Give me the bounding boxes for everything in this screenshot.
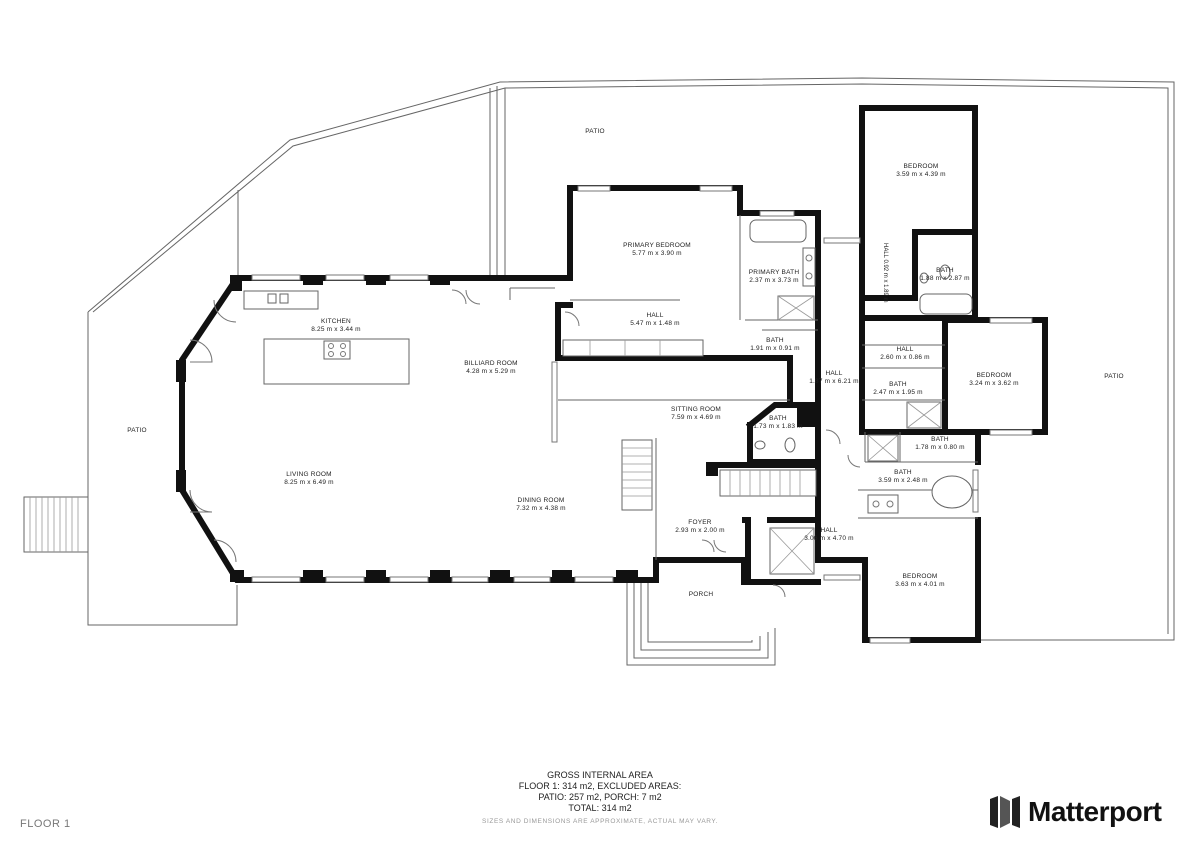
room-name: BEDROOM: [902, 573, 938, 580]
room-patio-left: PATIO: [127, 427, 147, 435]
room-name: PATIO: [127, 427, 147, 434]
room-bedroom-east: BEDROOM 3.24 m x 3.62 m: [969, 372, 1019, 388]
room-sitting: SITTING ROOM 7.59 m x 4.69 m: [671, 406, 721, 422]
room-dims: 3.59 m x 4.39 m: [896, 171, 946, 178]
matterport-logo-icon: [990, 796, 1020, 828]
room-dims: 1.88 m x 2.87 m: [920, 275, 970, 282]
room-name: DINING ROOM: [517, 497, 565, 504]
room-name: HALL: [820, 527, 838, 534]
room-name: FOYER: [688, 519, 712, 526]
room-name: HALL: [825, 370, 843, 377]
room-name: SITTING ROOM: [670, 406, 722, 413]
room-dims: 1.78 m x 0.80 m: [915, 444, 965, 451]
room-hall-south: HALL 3.06 m x 4.70 m: [804, 527, 854, 543]
room-name: BATH: [889, 381, 907, 388]
room-hall-vertical: HALL 0.92 m x 1.89 m: [882, 243, 888, 303]
room-dims: 3.59 m x 2.48 m: [878, 477, 928, 484]
area-disclaimer: SIZES AND DIMENSIONS ARE APPROXIMATE, AC…: [482, 818, 718, 825]
room-dims: 3.63 m x 4.01 m: [895, 581, 945, 588]
room-dims: 3.06 m x 4.70 m: [804, 535, 854, 542]
room-bath-se: BATH 3.59 m x 2.48 m: [878, 469, 928, 485]
room-primary-bath: PRIMARY BATH 2.37 m x 3.73 m: [749, 269, 799, 285]
room-name: LIVING ROOM: [286, 471, 332, 478]
room-dims: 8.25 m x 6.49 m: [284, 479, 334, 486]
room-bath-sitting: BATH 1.73 m x 1.83 m: [753, 415, 803, 431]
room-name: PORCH: [688, 591, 714, 598]
room-dims: 2.47 m x 1.95 m: [873, 389, 923, 396]
room-primary-bedroom: PRIMARY BEDROOM 5.77 m x 3.90 m: [623, 242, 691, 258]
room-name: PATIO: [585, 128, 605, 135]
room-name: BEDROOM: [976, 372, 1012, 379]
room-living: LIVING ROOM 8.25 m x 6.49 m: [284, 471, 334, 487]
room-name: BATH: [769, 415, 787, 422]
room-name: BILLIARD ROOM: [464, 360, 518, 367]
room-patio-right: PATIO: [1104, 373, 1124, 381]
room-porch: PORCH: [689, 591, 713, 599]
room-name: BATH: [894, 469, 912, 476]
room-hall-primary: HALL 5.47 m x 1.48 m: [630, 312, 680, 328]
room-dims: 4.28 m x 5.29 m: [466, 368, 516, 375]
room-kitchen: KITCHEN 8.25 m x 3.44 m: [311, 318, 361, 334]
room-name: BEDROOM: [903, 163, 939, 170]
room-name: HALL: [646, 312, 664, 319]
area-line-1: FLOOR 1: 314 m2, EXCLUDED AREAS:: [518, 781, 682, 791]
room-dims: 2.60 m x 0.86 m: [880, 354, 930, 361]
room-dims: 8.25 m x 3.44 m: [311, 326, 361, 333]
room-dims: 2.37 m x 3.73 m: [749, 277, 799, 284]
fixtures: [243, 219, 973, 575]
room-name: PATIO: [1104, 373, 1124, 380]
room-bath-mid: BATH 2.47 m x 1.95 m: [873, 381, 923, 397]
room-dims: 2.93 m x 2.00 m: [675, 527, 725, 534]
room-dims: 1.73 m x 1.83 m: [753, 423, 803, 430]
area-heading: GROSS INTERNAL AREA: [547, 770, 653, 780]
room-dims: 5.77 m x 3.90 m: [632, 250, 682, 257]
room-name: BATH: [936, 267, 954, 274]
room-dims: 7.59 m x 4.69 m: [671, 414, 721, 421]
structural-pillars: [176, 275, 821, 582]
room-hall-small: HALL 2.60 m x 0.86 m: [880, 346, 930, 362]
patio-outlines: [23, 77, 1175, 666]
room-name: KITCHEN: [321, 318, 351, 325]
room-billiard: BILLIARD ROOM 4.28 m x 5.29 m: [464, 360, 518, 376]
room-dims: 3.24 m x 3.62 m: [969, 380, 1019, 387]
floor-label: FLOOR 1: [20, 818, 71, 830]
doors: [189, 289, 861, 598]
brand: Matterport: [988, 795, 1162, 829]
room-dims: 1.87 m x 6.21 m: [809, 378, 859, 385]
windows: [251, 185, 1033, 644]
room-name: HALL: [896, 346, 914, 353]
room-bedroom-ne: BEDROOM 3.59 m x 4.39 m: [896, 163, 946, 179]
room-dims: 5.47 m x 1.48 m: [630, 320, 680, 327]
room-bedroom-se: BEDROOM 3.63 m x 4.01 m: [895, 573, 945, 589]
room-dims: 7.32 m x 4.38 m: [516, 505, 566, 512]
room-name: PRIMARY BEDROOM: [623, 242, 691, 249]
room-dims: 1.91 m x 0.91 m: [750, 345, 800, 352]
room-patio-top: PATIO: [585, 128, 605, 136]
room-name: BATH: [931, 436, 949, 443]
room-bath-ne: BATH 1.88 m x 2.87 m: [920, 267, 970, 283]
room-name: PRIMARY BATH: [748, 269, 800, 276]
gross-area-summary: GROSS INTERNAL AREA FLOOR 1: 314 m2, EXC…: [460, 770, 740, 827]
room-dining: DINING ROOM 7.32 m x 4.38 m: [516, 497, 566, 513]
room-bath-tiny: BATH 1.78 m x 0.80 m: [915, 436, 965, 452]
room-name: BATH: [766, 337, 784, 344]
area-line-2: PATIO: 257 m2, PORCH: 7 m2: [538, 792, 662, 802]
room-hall-center: HALL 1.87 m x 6.21 m: [809, 370, 859, 386]
area-line-3: TOTAL: 314 m2: [568, 803, 632, 813]
room-bath-small: BATH 1.91 m x 0.91 m: [750, 337, 800, 353]
brand-name: Matterport: [1028, 796, 1162, 827]
room-foyer: FOYER 2.93 m x 2.00 m: [675, 519, 725, 535]
